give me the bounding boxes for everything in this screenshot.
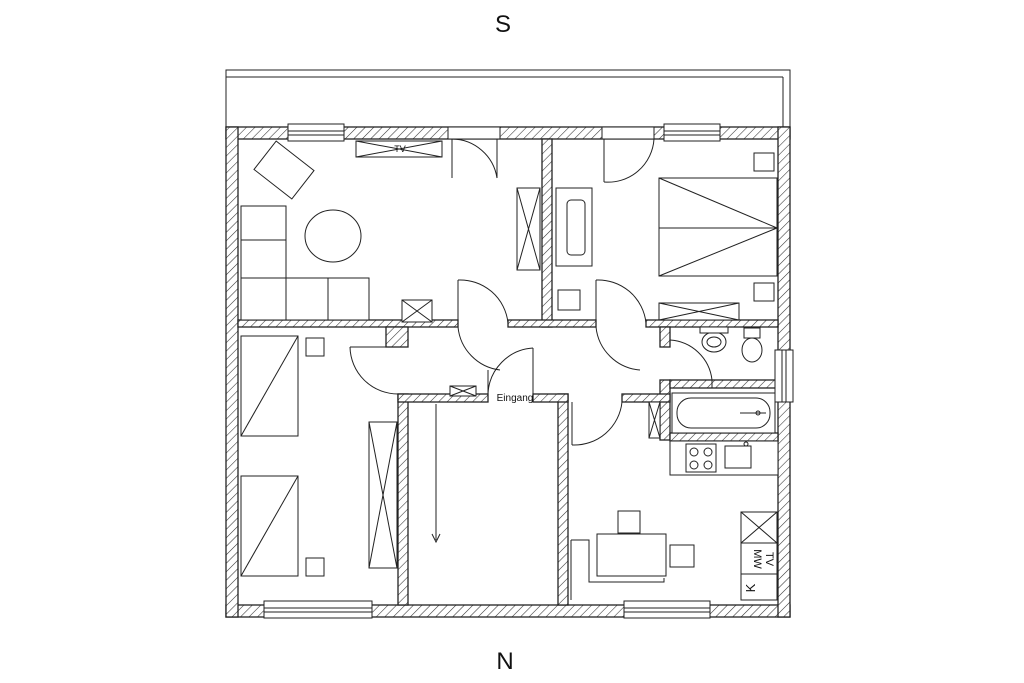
kitchen: MW TV K	[570, 440, 779, 601]
kitchen-tv-label: TV	[763, 552, 775, 567]
compass-south-label: S	[495, 11, 511, 38]
bedroom-top-furniture	[555, 152, 778, 321]
kitchen-sink	[724, 445, 752, 469]
coffee-table	[304, 209, 362, 263]
compass-north-label: N	[496, 648, 513, 675]
hallway-items: Eingang	[431, 385, 534, 544]
mw-label: MW	[751, 549, 763, 569]
living-room-furniture: TV	[240, 140, 541, 323]
armchair	[253, 140, 315, 200]
nightstand-bottom	[753, 282, 775, 302]
toilet	[741, 337, 763, 363]
nightstand-top	[753, 152, 775, 172]
bedroom-bottom-furniture	[240, 335, 398, 577]
window-living	[287, 123, 345, 142]
window-bathroom	[774, 349, 794, 403]
nightstand-upper	[305, 337, 325, 357]
sofa	[240, 205, 370, 321]
stool-bedroom	[557, 289, 581, 311]
entrance-label: Eingang	[497, 393, 534, 404]
chair-right	[669, 544, 695, 568]
chair-top	[617, 510, 641, 534]
dining-table	[596, 533, 667, 577]
k-label: K	[743, 583, 758, 592]
bathroom	[648, 326, 776, 439]
nightstand-lower	[305, 557, 325, 577]
double-bed	[658, 177, 778, 277]
balcony	[225, 69, 791, 127]
doors	[349, 126, 713, 446]
cabinet-column	[740, 511, 778, 601]
window-kitchen	[623, 600, 711, 619]
window-bedroom-top	[663, 123, 721, 142]
windows	[263, 123, 794, 619]
window-bedroom-bottom	[263, 600, 373, 619]
tv-label: TV	[394, 144, 406, 154]
chair-left	[571, 539, 665, 583]
